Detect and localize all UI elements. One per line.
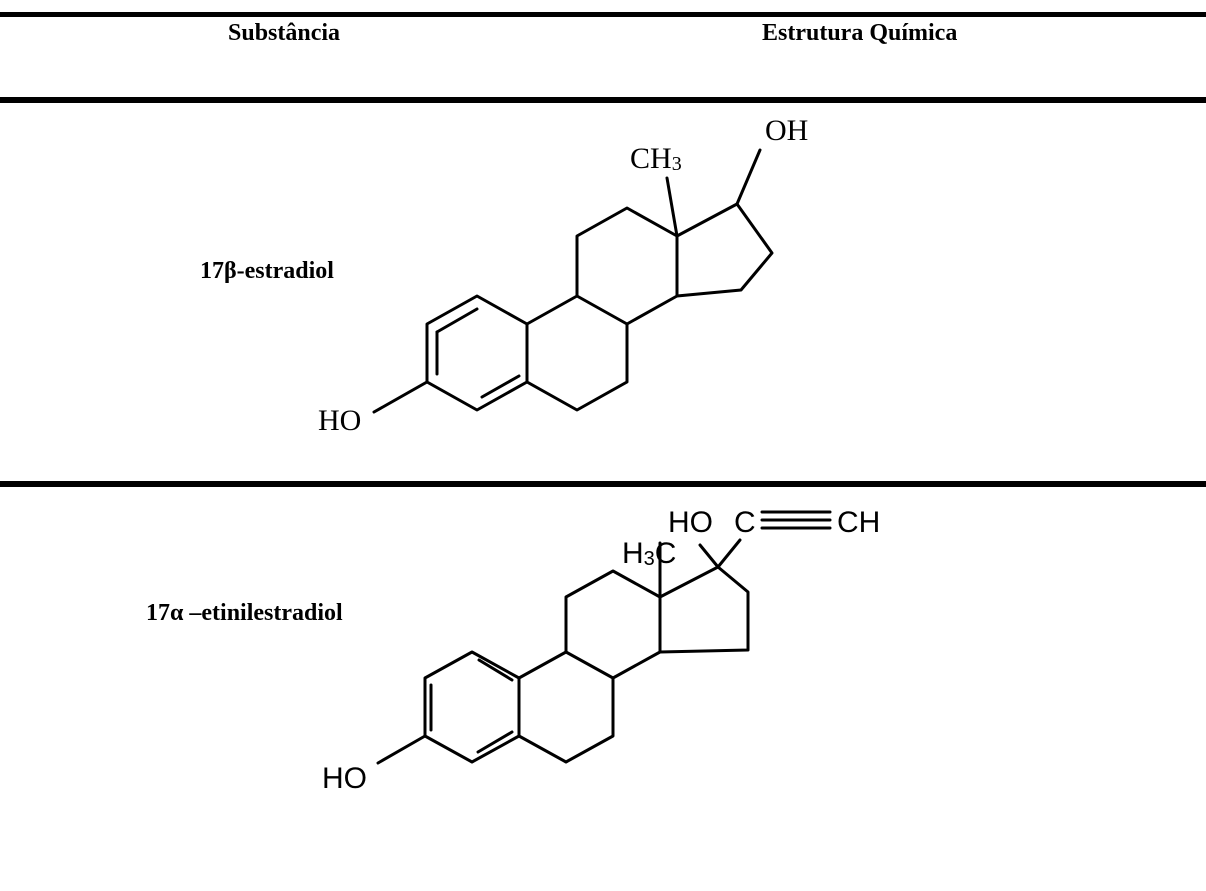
label-ho-top: HO [668,506,713,539]
ho-bond [372,380,429,414]
table-row-rule [0,481,1206,487]
ring-a-double-3 [476,730,514,754]
label-ch3: CH3 [630,142,682,175]
label-ho: HO [318,404,361,437]
ring-a-double-3 [480,374,521,399]
ring-a-double-2 [477,658,514,682]
ring-a [423,650,521,764]
substance-name-estradiol: 17β-estradiol [200,258,334,284]
ring-a-double-1 [435,307,479,334]
label-oh: OH [765,114,808,147]
methyl-bond [665,176,679,238]
ring-d [675,202,774,298]
label-h3c: H3C [622,537,676,570]
ring-c [564,569,662,680]
table-top-rule [0,12,1206,17]
ho-bond [376,734,427,765]
label-ch: CH [837,506,880,539]
table-header-rule [0,97,1206,103]
ring-b [525,294,629,412]
header-structure: Estrutura Química [762,20,958,46]
hydroxyl-bond [698,543,720,569]
ethynyl-bond [716,538,742,569]
ring-b [517,650,615,764]
header-substance: Substância [228,20,341,46]
ring-d [658,565,750,654]
label-c: C [734,506,756,539]
oh-bond [735,148,762,206]
substance-name-ethinylestradiol: 17α –etinilestradiol [146,600,343,626]
label-ho: HO [322,762,367,795]
ring-c [575,206,679,326]
